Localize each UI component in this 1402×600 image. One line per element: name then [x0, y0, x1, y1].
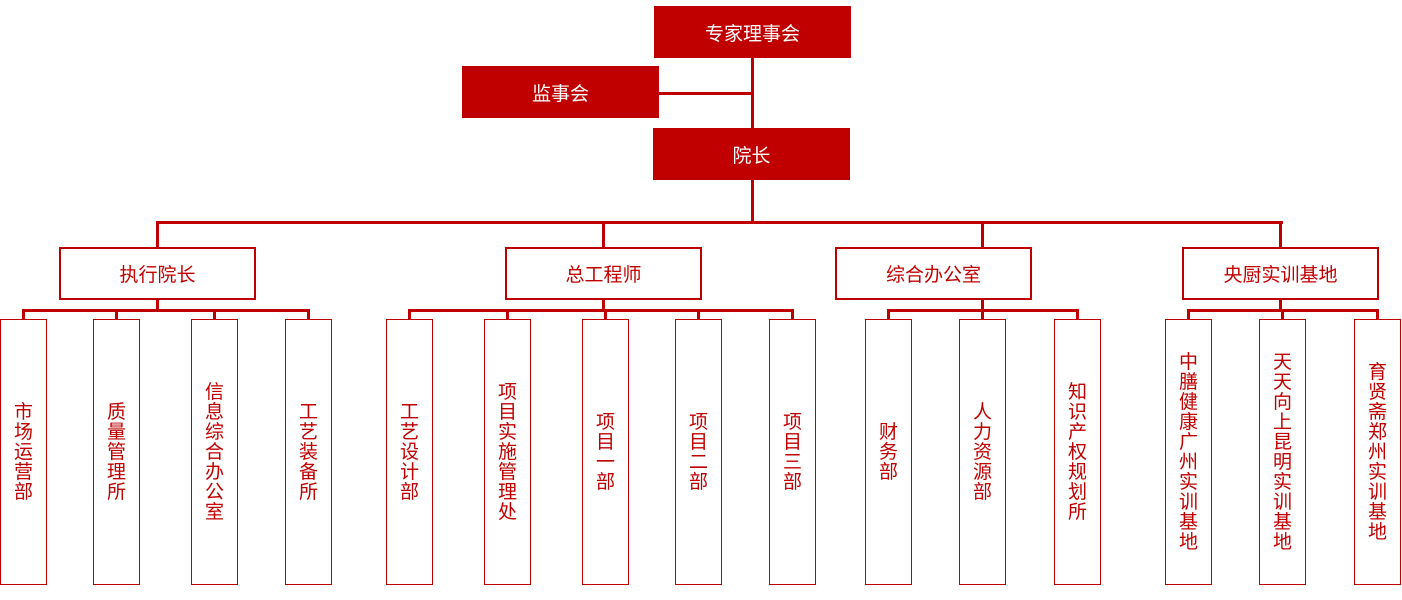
connector-leaf	[1281, 309, 1284, 320]
connector-leaf	[1076, 309, 1079, 320]
connector-leaf	[791, 309, 794, 320]
connector-dept-3	[981, 221, 984, 248]
connector-leaf	[1187, 309, 1190, 320]
unit-label: 人力资源部	[972, 401, 992, 503]
unit-box: 质量管理所	[93, 319, 140, 585]
unit-box: 项目实施管理处	[484, 319, 531, 585]
unit-label: 中膳健康广州实训基地	[1178, 351, 1198, 553]
connector-supervisors	[658, 92, 753, 95]
president-box: 院长	[653, 128, 850, 180]
connector-leaf	[1376, 309, 1379, 320]
department-box-central-kitchen: 央厨实训基地	[1182, 247, 1379, 300]
connector-dept-2	[602, 221, 605, 248]
unit-box: 中膳健康广州实训基地	[1165, 319, 1212, 585]
connector-leaf	[22, 309, 25, 320]
department-box-general-office: 综合办公室	[835, 247, 1032, 300]
unit-box: 信息综合办公室	[191, 319, 238, 585]
department-box-chief-engineer: 总工程师	[505, 247, 702, 300]
unit-label: 市场运营部	[13, 401, 33, 503]
unit-box: 工艺装备所	[285, 319, 332, 585]
connector-leaf	[697, 309, 700, 320]
unit-box: 育贤斋郑州实训基地	[1354, 319, 1401, 585]
unit-box: 知识产权规划所	[1054, 319, 1101, 585]
connector-leaf	[981, 309, 984, 320]
connector-leaf	[506, 309, 509, 320]
connector-leaf	[408, 309, 411, 320]
unit-label: 育贤斋郑州实训基地	[1367, 361, 1387, 543]
connector-group-4-stem	[1279, 298, 1282, 310]
unit-label: 知识产权规划所	[1067, 381, 1087, 523]
department-box-executive-dean: 执行院长	[59, 247, 256, 300]
connector-department-bus	[156, 221, 1283, 224]
connector-dept-4	[1279, 221, 1282, 248]
connector-president-down	[751, 180, 754, 223]
connector-group-2-bus	[408, 309, 794, 312]
unit-box: 人力资源部	[959, 319, 1006, 585]
unit-label: 项目实施管理处	[497, 381, 517, 523]
unit-label: 工艺设计部	[399, 401, 419, 503]
connector-leaf	[213, 309, 216, 320]
unit-box: 市场运营部	[0, 319, 47, 585]
connector-leaf	[604, 309, 607, 320]
expert-council-box: 专家理事会	[654, 6, 851, 58]
unit-box: 项目三部	[769, 319, 816, 585]
supervisory-board-box: 监事会	[462, 66, 659, 118]
unit-label: 项目三部	[782, 411, 802, 493]
unit-label: 信息综合办公室	[204, 381, 224, 523]
unit-box: 项目一部	[582, 319, 629, 585]
unit-label: 工艺装备所	[298, 401, 318, 503]
unit-box: 财务部	[865, 319, 912, 585]
unit-box: 工艺设计部	[386, 319, 433, 585]
connector-group-3-stem	[981, 298, 984, 310]
unit-label: 财务部	[878, 421, 898, 483]
connector-leaf	[115, 309, 118, 320]
connector-dept-1	[156, 221, 159, 248]
unit-box: 天天向上昆明实训基地	[1259, 319, 1306, 585]
connector-group-1-stem	[156, 298, 159, 310]
unit-label: 项目二部	[688, 411, 708, 493]
unit-label: 质量管理所	[106, 401, 126, 503]
unit-label: 项目一部	[595, 411, 615, 493]
connector-leaf	[887, 309, 890, 320]
unit-label: 天天向上昆明实训基地	[1272, 351, 1292, 553]
connector-leaf	[307, 309, 310, 320]
connector-group-2-stem	[602, 298, 605, 310]
connector-group-1-bus	[22, 309, 310, 312]
unit-box: 项目二部	[675, 319, 722, 585]
